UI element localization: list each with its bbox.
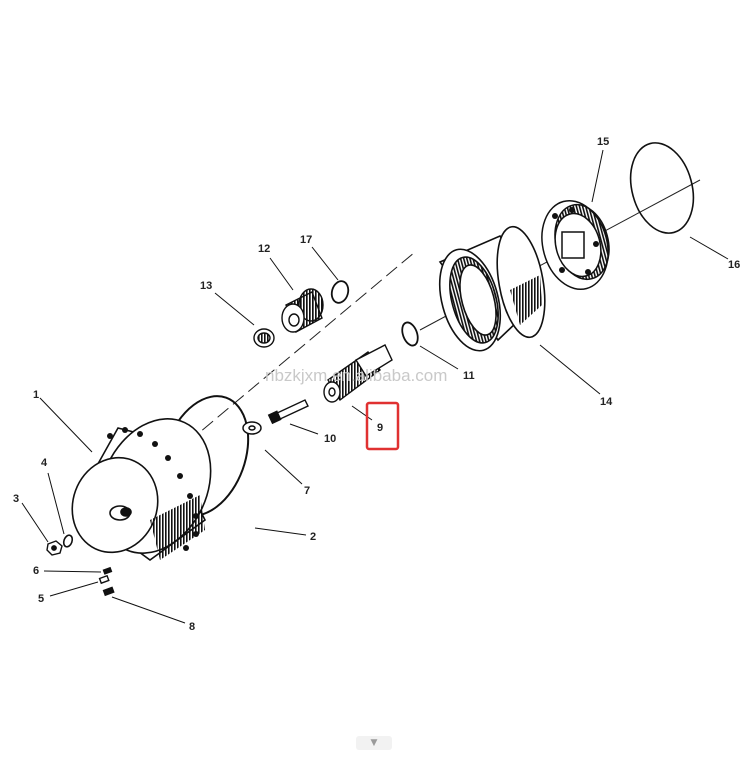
sun-shaft-part bbox=[323, 344, 393, 403]
part-number-4: 4 bbox=[41, 457, 48, 469]
part-number-1: 1 bbox=[33, 389, 39, 401]
housing-hub-part bbox=[71, 418, 212, 561]
part-number-callouts: 1 2 3 4 5 6 7 8 9 10 11 12 13 14 15 16 1… bbox=[13, 136, 740, 633]
small-screws-part bbox=[98, 566, 115, 597]
carrier-part bbox=[541, 200, 610, 290]
part-number-3: 3 bbox=[13, 493, 19, 505]
part-number-14: 14 bbox=[600, 396, 613, 408]
part-number-6: 6 bbox=[33, 565, 39, 577]
spacer-ring-part bbox=[401, 321, 419, 347]
part-number-7: 7 bbox=[304, 485, 310, 497]
chevron-down-icon[interactable]: ▼ bbox=[356, 736, 392, 750]
part-number-13: 13 bbox=[200, 280, 212, 292]
thrust-washer-part bbox=[242, 421, 262, 435]
part-number-8: 8 bbox=[189, 621, 195, 633]
ring-gear-part bbox=[438, 225, 546, 352]
nut-part bbox=[46, 540, 63, 556]
part-number-12: 12 bbox=[258, 243, 270, 255]
part-number-9: 9 bbox=[377, 422, 383, 434]
needle-bearing-part bbox=[253, 328, 275, 348]
highlight-box bbox=[365, 401, 400, 451]
bolt-part bbox=[267, 399, 309, 425]
part-number-16: 16 bbox=[728, 259, 740, 271]
washer-part bbox=[62, 534, 74, 548]
planet-gear-part bbox=[281, 288, 324, 333]
snap-ring-part bbox=[330, 280, 350, 304]
part-number-5: 5 bbox=[38, 593, 44, 605]
leader-lines bbox=[21, 149, 729, 624]
large-snap-ring-part bbox=[629, 142, 695, 234]
part-number-11: 11 bbox=[463, 370, 475, 382]
part-number-15: 15 bbox=[597, 136, 609, 148]
part-number-10: 10 bbox=[324, 433, 336, 445]
part-number-2: 2 bbox=[310, 531, 316, 543]
part-number-17: 17 bbox=[300, 234, 312, 246]
watermark-text: nbzkjxm.en.alibaba.com bbox=[265, 366, 447, 385]
